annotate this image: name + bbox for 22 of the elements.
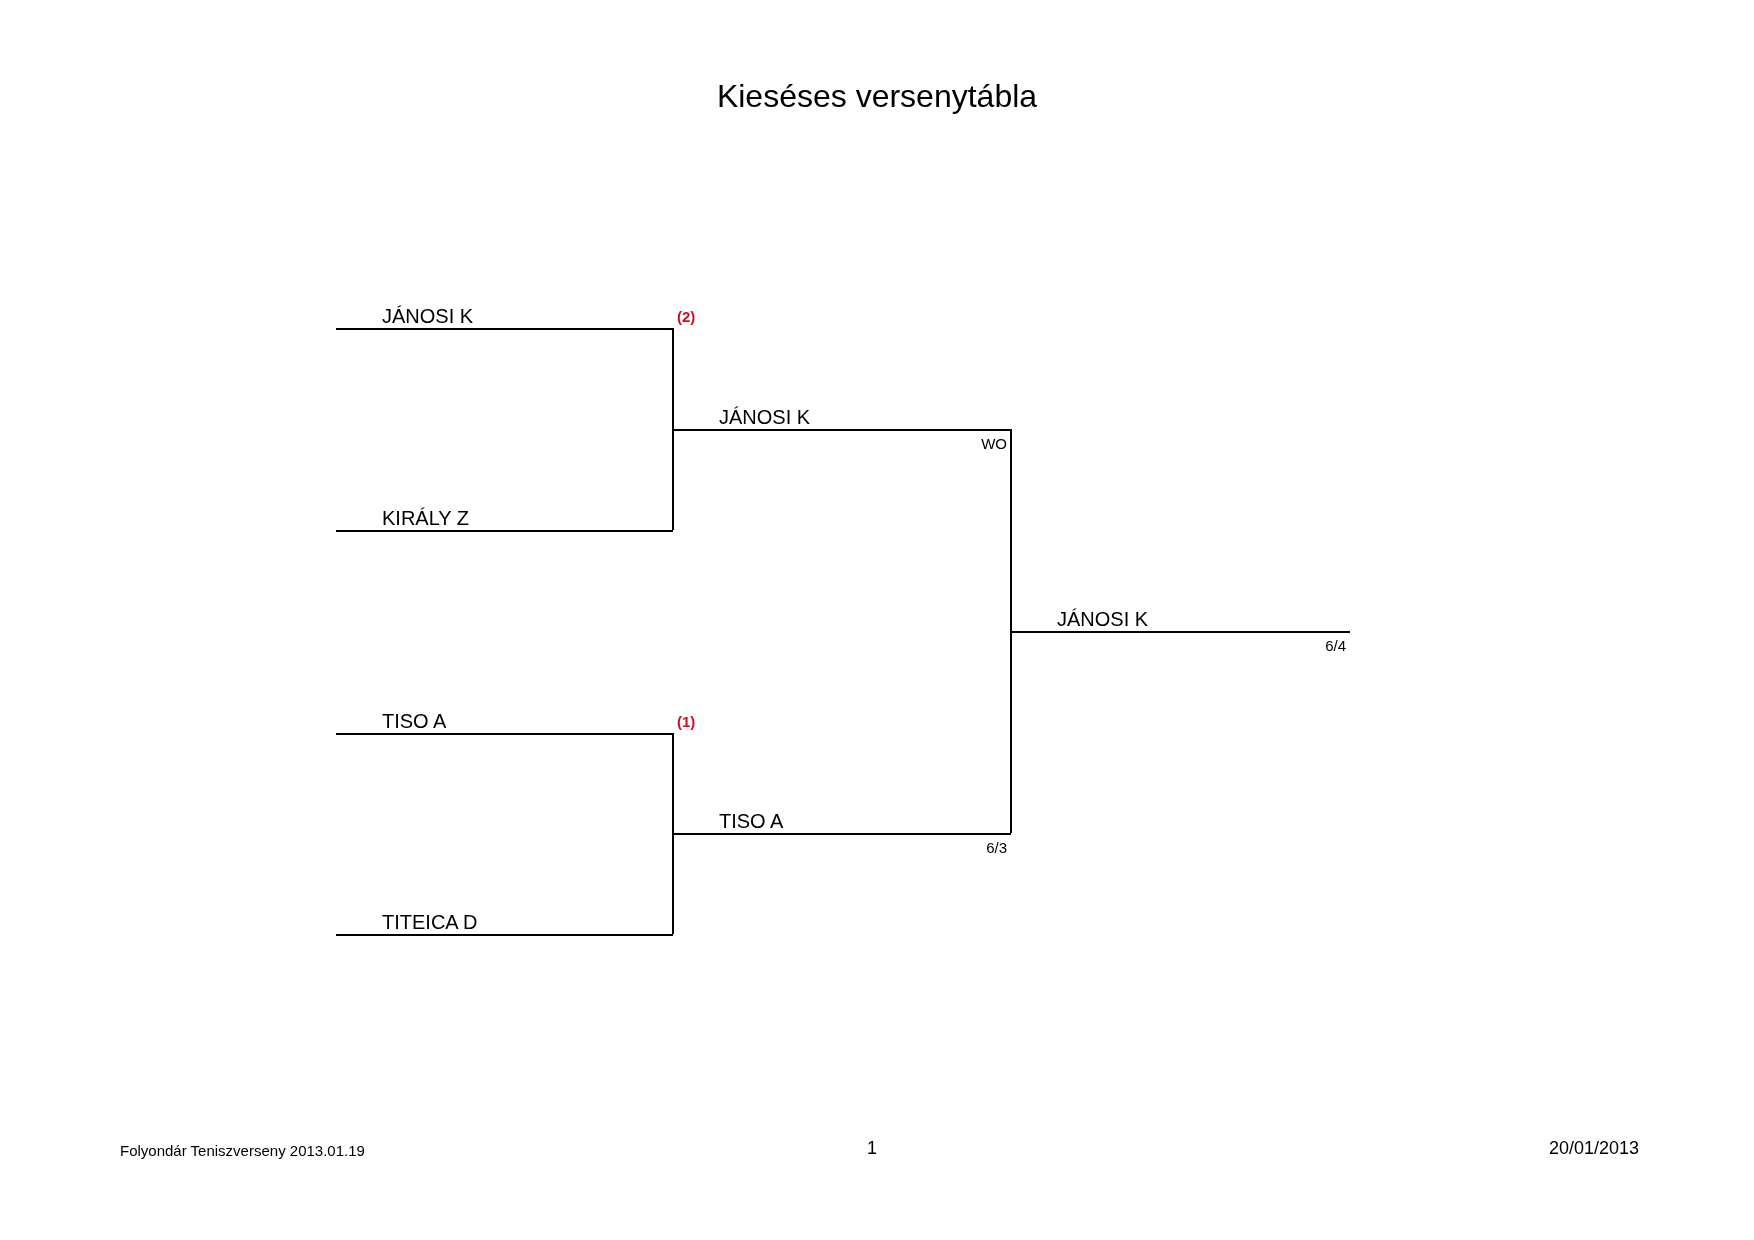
player-name: JÁNOSI K bbox=[719, 407, 811, 427]
player-name: TITEICA D bbox=[382, 912, 478, 932]
match-score: WO bbox=[981, 436, 1007, 451]
player-name: JÁNOSI K bbox=[1057, 609, 1149, 629]
page-number: 1 bbox=[867, 1138, 877, 1159]
match-score: 6/4 bbox=[1325, 638, 1346, 653]
footer-text: Folyondár Teniszverseny 2013.01.19 bbox=[120, 1142, 365, 1159]
bracket-connector bbox=[1010, 428, 1012, 632]
bracket-connector bbox=[1010, 630, 1012, 834]
player-name: TISO A bbox=[719, 811, 784, 831]
player-name: KIRÁLY Z bbox=[382, 508, 470, 528]
bracket-connector bbox=[672, 732, 674, 834]
bracket-connector bbox=[672, 428, 674, 531]
seed-number: (1) bbox=[677, 714, 696, 729]
date-text: 20/01/2013 bbox=[1548, 1138, 1639, 1159]
player-name: JÁNOSI K bbox=[382, 306, 474, 326]
bracket-connector bbox=[672, 832, 674, 935]
seed-number: (2) bbox=[677, 309, 696, 324]
diagram-title: Kieséses versenytábla bbox=[715, 78, 1039, 115]
match-score: 6/3 bbox=[986, 840, 1007, 855]
player-name: TISO A bbox=[382, 711, 447, 731]
bracket-connector bbox=[672, 327, 674, 430]
